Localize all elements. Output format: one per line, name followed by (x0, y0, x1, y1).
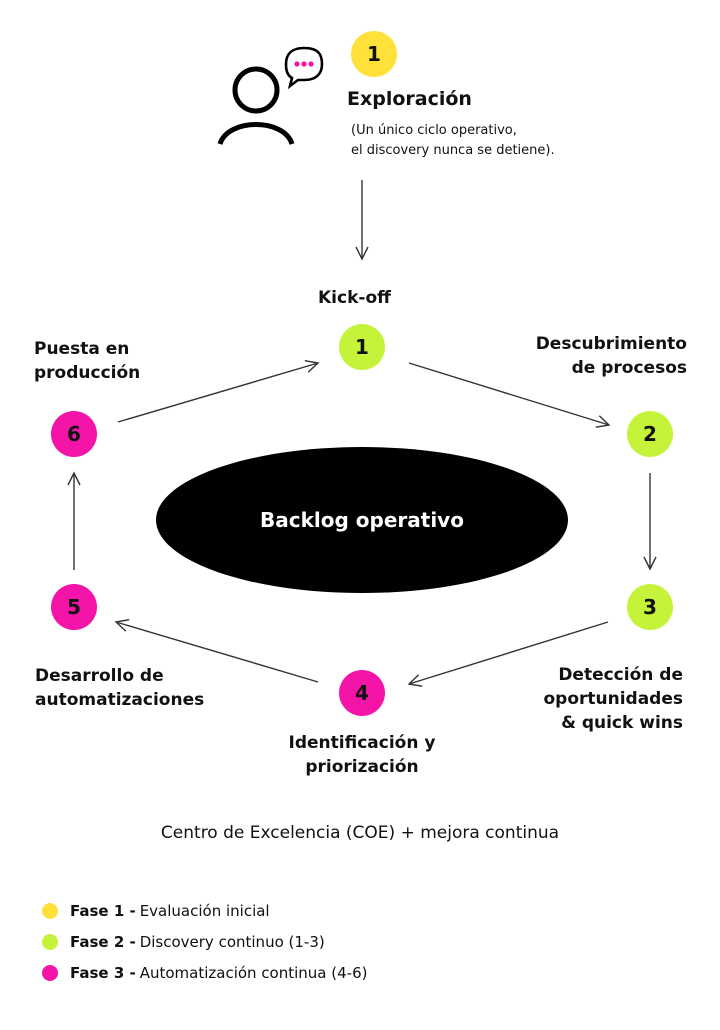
step-6-label-line: Puesta en (34, 339, 130, 359)
step-4-number: 4 (355, 681, 369, 705)
step-2-label-line: de procesos (571, 358, 687, 378)
legend-phase: Fase 1 - (70, 901, 136, 920)
step-3-label-line: oportunidades (543, 689, 683, 709)
step-4-label: Identificación y priorización (262, 731, 462, 779)
step-5-label-line: automatizaciones (35, 690, 205, 710)
step-6-number: 6 (67, 422, 81, 446)
legend-item-phase-1: Fase 1 - Evaluación inicial (42, 895, 367, 926)
legend-phase: Fase 2 - (70, 932, 136, 951)
coe-caption: Centro de Excelencia (COE) + mejora cont… (160, 823, 560, 843)
legend-desc: Automatización continua (4-6) (139, 963, 368, 982)
step-3-circle: 3 (627, 584, 673, 630)
legend-dot-pink (42, 964, 58, 981)
arrow-4-to-5 (114, 618, 319, 683)
exploration-note-line1: (Un único ciclo operativo, (351, 123, 517, 138)
arrow-1-to-2 (408, 362, 611, 428)
exploration-number-badge: 1 (351, 31, 397, 77)
step-5-label-line: Desarrollo de (35, 666, 164, 686)
chat-bubble-icon (284, 46, 324, 90)
step-3-label: Detección de oportunidades & quick wins (543, 663, 683, 735)
step-4-label-line: Identificación y (288, 733, 436, 753)
exploration-number: 1 (367, 42, 381, 66)
legend: Fase 1 - Evaluación inicial Fase 2 - Dis… (42, 895, 367, 988)
step-2-label: Descubrimiento de procesos (536, 332, 687, 380)
legend-desc: Evaluación inicial (139, 901, 270, 920)
arrow-6-to-1 (117, 359, 320, 423)
step-4-circle: 4 (339, 670, 385, 716)
step-3-number: 3 (643, 595, 657, 619)
step-5-circle: 5 (51, 584, 97, 630)
step-6-label: Puesta en producción (34, 337, 140, 385)
legend-phase: Fase 3 - (70, 963, 136, 982)
step-5-number: 5 (67, 595, 81, 619)
backlog-ellipse: Backlog operativo (156, 447, 568, 593)
step-4-label-line: priorización (305, 757, 419, 777)
user-icon (217, 66, 295, 146)
step-1-circle: 1 (339, 324, 385, 370)
legend-dot-green (42, 933, 58, 950)
legend-desc: Discovery continuo (1-3) (139, 932, 325, 951)
exploration-title: Exploración (347, 88, 472, 110)
step-2-label-line: Descubrimiento (535, 334, 687, 354)
step-3-label-line: & quick wins (561, 713, 683, 733)
kickoff-label: Kick-off (318, 288, 391, 308)
step-2-number: 2 (643, 422, 657, 446)
step-6-label-line: producción (34, 363, 141, 383)
step-5-label: Desarrollo de automatizaciones (35, 664, 204, 712)
arrow-3-to-4 (407, 621, 609, 687)
step-2-circle: 2 (627, 411, 673, 457)
legend-item-phase-2: Fase 2 - Discovery continuo (1-3) (42, 926, 367, 957)
step-6-circle: 6 (51, 411, 97, 457)
backlog-label: Backlog operativo (260, 508, 464, 532)
exploration-note: (Un único ciclo operativo, el discovery … (351, 121, 555, 161)
step-1-number: 1 (355, 335, 369, 359)
legend-item-phase-3: Fase 3 - Automatización continua (4-6) (42, 957, 367, 988)
step-3-label-line: Detección de (558, 665, 683, 685)
exploration-note-line2: el discovery nunca se detiene). (351, 143, 555, 158)
legend-dot-yellow (42, 902, 58, 919)
